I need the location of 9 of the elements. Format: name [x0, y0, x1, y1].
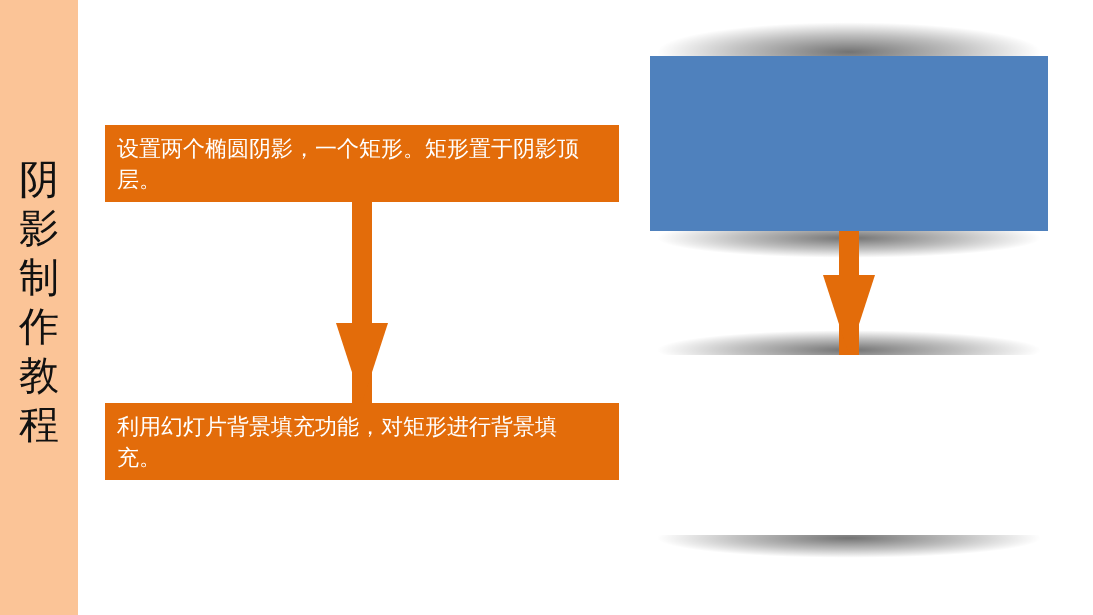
down-arrow [336, 202, 388, 403]
down-arrow [823, 231, 875, 355]
step-text: 利用幻灯片背景填充功能，对矩形进行背景填充。 [117, 413, 558, 472]
rectangle [650, 56, 1048, 231]
step-box [105, 403, 619, 480]
step-box [105, 125, 619, 202]
vertical-title: 阴影制作教程 [18, 155, 60, 449]
step-text: 设置两个椭圆阴影，一个矩形。矩形置于阴影顶层。 [117, 135, 580, 194]
side-band [0, 0, 78, 615]
